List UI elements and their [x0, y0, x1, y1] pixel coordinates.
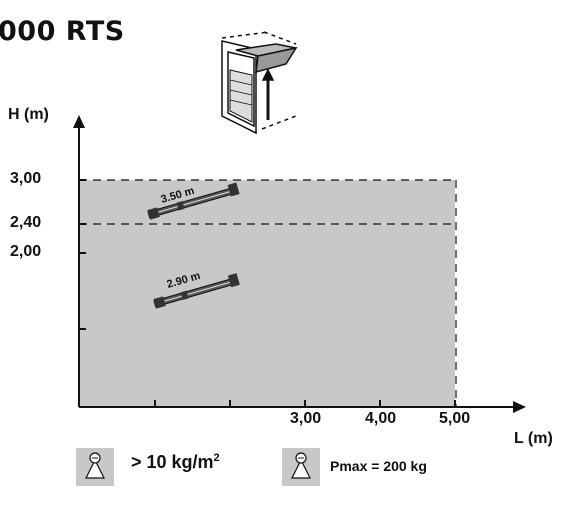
x-tick-marks — [154, 400, 456, 407]
y-tick-label: 2,40 — [10, 214, 42, 231]
wind-load-superscript: 2 — [213, 452, 220, 464]
y-axis-label: H (m) — [8, 106, 49, 123]
x-tick-label: 5,00 — [439, 410, 471, 427]
rail-3-50 — [147, 182, 240, 220]
x-tick-label: 3,00 — [290, 410, 322, 427]
y-tick-marks — [79, 179, 86, 330]
max-weight-text: Pmax = 200 kg — [330, 458, 427, 474]
y-axis-arrow — [73, 115, 85, 128]
wind-load-text: > 10 kg/m2 — [131, 452, 220, 473]
x-tick-label: 4,00 — [365, 410, 397, 427]
wind-load-value: > 10 kg/m — [131, 452, 214, 472]
weight-icon — [282, 448, 320, 486]
y-tick-label: 2,00 — [10, 243, 42, 260]
usable-area — [79, 180, 455, 407]
y-tick-label: 3,00 — [10, 170, 42, 187]
x-axis-label: L (m) — [514, 430, 553, 447]
garage-door-illustration — [221, 31, 298, 135]
x-axis-arrow — [513, 401, 526, 413]
rail-2-90 — [153, 273, 240, 309]
wind-load-icon — [76, 448, 114, 486]
product-title: 000 RTS — [0, 16, 125, 47]
